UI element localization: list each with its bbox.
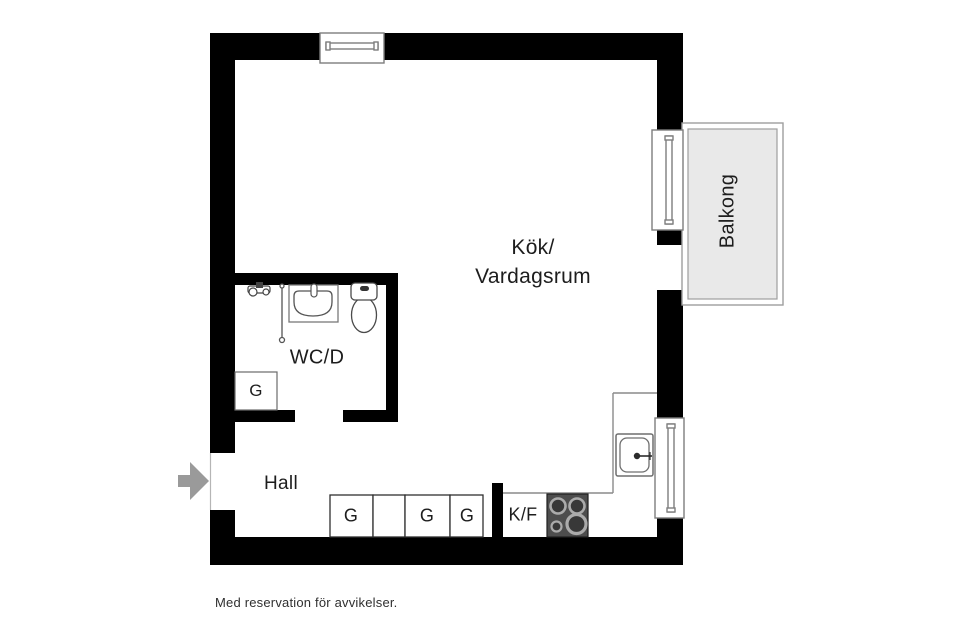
wall-right-seg2 (657, 230, 683, 245)
room-label-hall: Hall (264, 473, 298, 494)
window-glass (667, 423, 675, 513)
wardrobe-label-3: G (419, 505, 435, 526)
room-label-balcony: Balkong (716, 173, 739, 249)
window-cap (666, 423, 676, 429)
room-label-wc: WC/D (289, 346, 345, 369)
burner (568, 497, 586, 515)
wardrobe-label-4: G (459, 505, 475, 526)
kitchen-sink-icon (615, 433, 654, 477)
toilet-icon (350, 282, 378, 334)
wall-right-seg3 (657, 290, 683, 418)
wall-left-upper (210, 33, 235, 453)
mixer-valve (256, 282, 263, 288)
shower-mixer-icon (247, 282, 271, 297)
window-cap (666, 507, 676, 513)
wardrobe-row (329, 494, 484, 538)
kitchen-zone (329, 392, 657, 538)
kitchen-living-line2: Vardagsrum (475, 265, 591, 288)
stove-icon (546, 493, 589, 538)
wc-wall-bottom-left (230, 410, 295, 422)
window-cap (325, 41, 331, 51)
entry-arrow-icon (178, 462, 209, 500)
window-cap (373, 41, 379, 51)
window-glass (325, 42, 379, 50)
toilet-button (360, 286, 369, 291)
disclaimer-text: Med reservation för avvikelser. (215, 595, 398, 610)
wardrobe-box-icon (234, 371, 278, 411)
balcony (681, 122, 784, 306)
kitchen-counter-lines (503, 392, 657, 494)
toilet-bowl (350, 296, 378, 334)
wc-wall-bottom-right (343, 410, 398, 422)
kitchen-living-line1: Kök/ (511, 236, 555, 259)
toilet-tank (350, 282, 378, 301)
wardrobe-box-icon (449, 494, 484, 538)
window-cap (664, 219, 674, 225)
burner (550, 520, 563, 533)
window-cap (664, 135, 674, 141)
window-balcony-icon (651, 129, 684, 231)
washbasin-tap (310, 283, 318, 298)
wardrobe-box-icon (372, 494, 406, 538)
burner (565, 512, 588, 536)
room-label-kitchen-living: Kök/ Vardagsrum (475, 233, 591, 291)
wc-fixtures (247, 282, 378, 344)
wall-top-right-segment (384, 33, 683, 60)
window-top-icon (319, 32, 385, 64)
washbasin-bowl (293, 290, 333, 317)
windows (319, 32, 685, 519)
wall-bottom (210, 537, 683, 565)
wc-walls (230, 273, 398, 422)
window-glass (665, 135, 673, 225)
wardrobe-label-wc: G (249, 381, 263, 400)
kitchen-wall-stub (492, 483, 503, 537)
appliance-label-fridge-freezer: K/F (508, 504, 538, 525)
burner (549, 497, 567, 515)
wall-right-seg4 (657, 518, 683, 565)
washbasin-icon (288, 283, 339, 323)
sink-faucet (633, 452, 641, 460)
wc-wall-top (230, 273, 398, 285)
wardrobe-box-icon (329, 494, 374, 538)
balcony-floor (687, 128, 778, 300)
wc-wall-right (386, 273, 398, 422)
shower-line-icon (278, 283, 286, 344)
wall-right-seg1 (657, 33, 683, 130)
exterior-walls (210, 33, 683, 565)
window-kitchen-icon (654, 417, 685, 519)
wardrobe-label-1: G (343, 505, 359, 526)
